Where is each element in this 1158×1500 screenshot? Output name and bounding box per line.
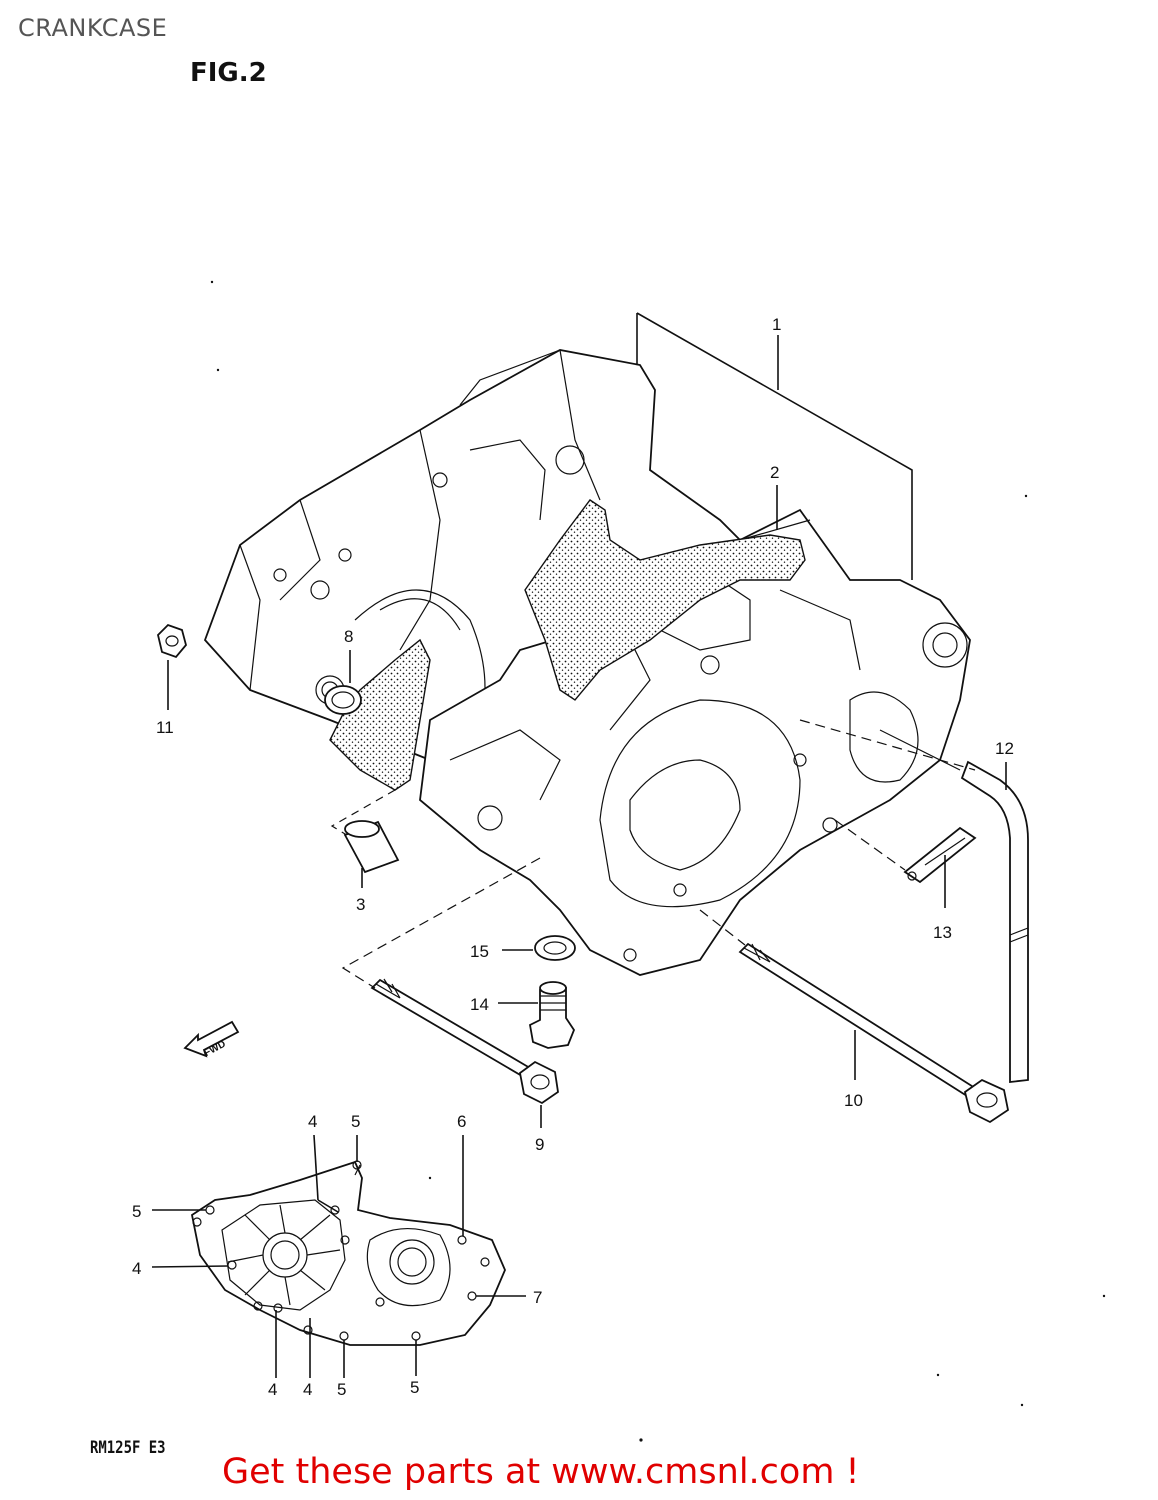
callout-4-bottom-a: 4 [268,1380,277,1399]
callout-14: 14 [470,995,489,1014]
callout-2: 2 [770,463,779,482]
washer-part-15 [534,935,576,961]
o-ring-part-8 [324,685,362,715]
callout-4-top: 4 [308,1112,317,1131]
crankcase-body [203,349,971,976]
callout-10: 10 [844,1091,863,1110]
callout-4-left: 4 [132,1259,141,1278]
callout-7: 7 [533,1288,542,1307]
fwd-arrow-icon: FWD [183,1020,240,1059]
bolt-position-inset [190,1160,506,1346]
callout-3: 3 [356,895,365,914]
callout-1: 1 [772,315,781,334]
callout-13: 13 [933,923,952,942]
callout-5-bottom-a: 5 [337,1380,346,1399]
drain-plug-part-14 [528,981,576,1049]
callout-12: 12 [995,739,1014,758]
bolt-part-10 [738,942,1010,1124]
callout-11: 11 [156,718,174,737]
figure-label: FIG.2 [190,58,267,88]
callout-6: 6 [457,1112,466,1131]
nut-part-11 [157,623,187,659]
bolt-part-9 [370,978,559,1105]
callout-5-bottom-b: 5 [410,1378,419,1397]
dowel-pin-part-3 [343,820,400,874]
callout-15: 15 [470,942,489,961]
clamp-part-13 [903,826,977,884]
callout-5-top: 5 [351,1112,360,1131]
page-title: CRANKCASE [18,14,168,42]
breather-hose-part-12 [960,760,1029,1084]
gasket-part-2 [524,499,806,701]
callout-4-bottom-b: 4 [303,1380,312,1399]
callout-8: 8 [344,627,353,646]
callout-9: 9 [535,1135,544,1154]
promo-link[interactable]: Get these parts at www.cmsnl.com ! [222,1452,860,1492]
model-code: RM125F E3 [90,1438,166,1458]
callout-5-left: 5 [132,1202,141,1221]
